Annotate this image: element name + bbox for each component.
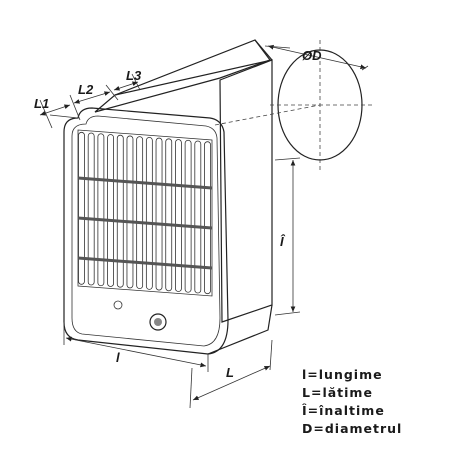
grill-slat [78,131,85,285]
grill-slat [97,133,105,287]
grill [77,129,213,297]
dim-label-l3: L3 [126,68,142,83]
dimension-legend: l=lungime L=lătime Î=înaltime D=diametru… [302,366,402,438]
grill-slat [87,132,95,286]
grill-slat [175,139,182,292]
base-flange [207,304,273,355]
control-knob [113,300,167,331]
legend-length: l=lungime [302,367,383,382]
front-panel [63,107,229,355]
outlet-spigot [214,40,372,170]
grill-slat [155,137,163,291]
grill-slat [194,140,202,294]
grill-slat [184,139,192,293]
grill-slat [126,135,134,289]
grill-slat [107,134,114,287]
grill-slat [116,134,124,288]
grill-slat [204,141,211,295]
legend-height: Î=înaltime [302,403,385,418]
grill-slat [136,136,144,290]
grill-slat [165,138,173,292]
dim-label-height: Î [280,234,286,249]
legend-diameter: D=diametrul [302,421,403,436]
dim-label-length: l [116,350,120,365]
dim-label-l2: L2 [78,82,94,97]
dim-label-diameter: ØD [302,48,322,63]
dim-label-l1: L1 [34,96,49,111]
dim-label-width: L [226,365,234,380]
grill-slat [145,136,153,290]
legend-width: L=lătime [302,385,373,400]
dimension-lines [39,44,369,409]
